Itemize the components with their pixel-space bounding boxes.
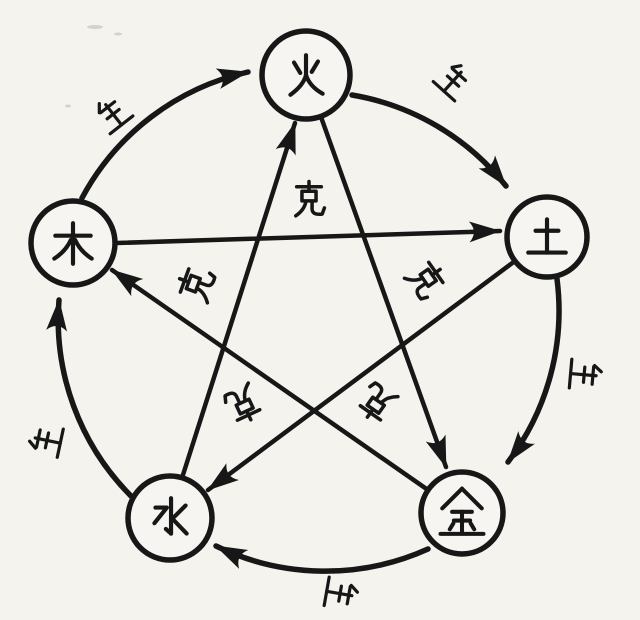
arrow-wood-overcomes-earth [114,221,503,246]
scan-speckle [114,32,122,36]
ke-label-fire-metal [402,256,451,304]
sheng-label-wood-fire [89,90,135,136]
arc-metal-generates-water [213,543,431,574]
generating-cycle-arrows [46,68,562,574]
node-water [125,473,215,563]
overcoming-cycle-arrows [109,114,518,493]
sheng-label-metal-water [322,575,361,613]
arrow-fire-overcomes-metal [318,114,449,470]
generating-labels [25,57,604,613]
arrow-metal-overcomes-wood [109,267,431,493]
sheng-label-earth-metal [567,357,604,393]
node-earth [504,194,590,280]
arrow-water-overcomes-fire [179,120,298,481]
arc-earth-generates-metal [505,276,562,465]
arrow-earth-overcomes-water [205,258,518,493]
node-fire [259,28,353,122]
scan-speckle [65,104,71,108]
sheng-label-water-wood [25,421,65,459]
ke-label-earth-water [220,381,265,429]
overcoming-labels [173,179,451,429]
node-metal [418,469,506,557]
arc-fire-generates-earth [349,92,509,189]
node-wood [28,198,118,288]
scan-speckle [87,25,103,29]
arc-wood-generates-fire [79,68,251,201]
sheng-label-fire-earth [431,57,477,103]
ke-label-metal-wood [353,378,400,427]
ke-label-water-fire [173,262,219,305]
arc-water-generates-wood [46,297,134,499]
ke-label-wood-earth [294,179,327,218]
